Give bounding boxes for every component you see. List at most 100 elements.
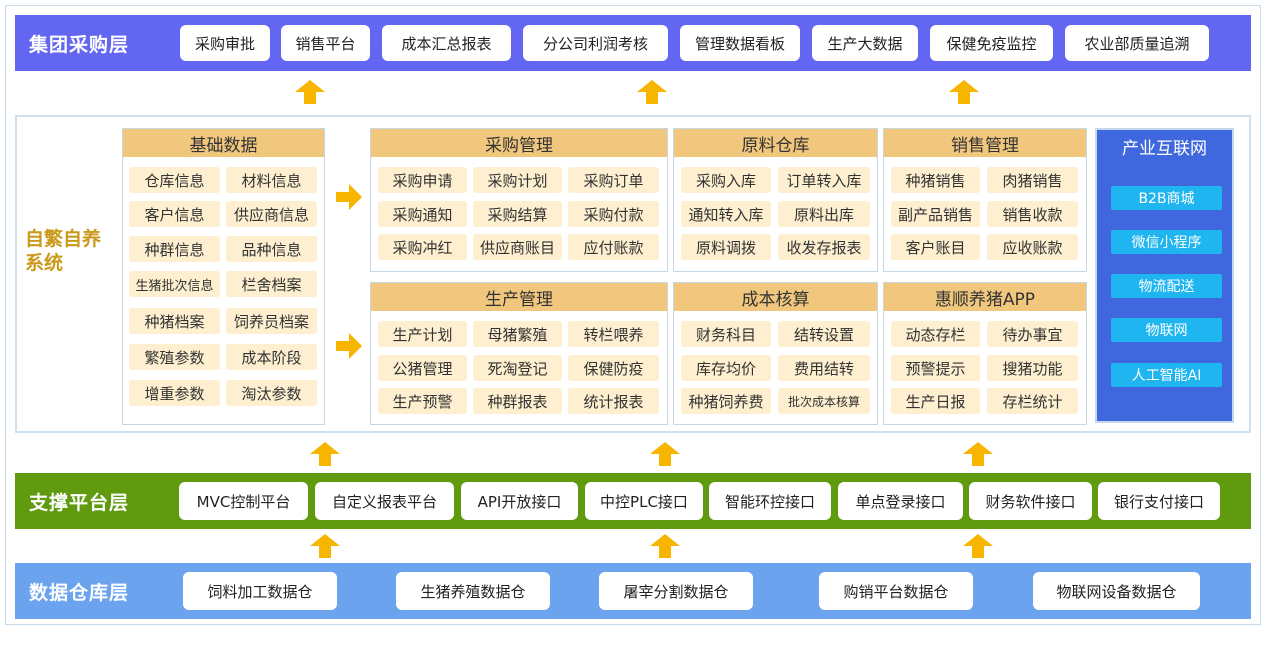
chip-batch-cost-accounting[interactable]: 批次成本核算: [778, 388, 870, 414]
chip-warehouse-info[interactable]: 仓库信息: [129, 167, 220, 193]
up-arrow-icon: [637, 80, 667, 104]
chip-byproduct-sales[interactable]: 副产品销售: [891, 201, 980, 227]
support-item-plc[interactable]: 中控PLC接口: [585, 482, 703, 520]
chip-death-cull-record[interactable]: 死淘登记: [473, 355, 562, 381]
chip-batch-info[interactable]: 生猪批次信息: [129, 271, 220, 297]
chip-pig-search[interactable]: 搜猪功能: [987, 355, 1078, 381]
support-item-finance[interactable]: 财务软件接口: [969, 482, 1092, 520]
up-arrow-icon: [650, 442, 680, 466]
support-item-env-control[interactable]: 智能环控接口: [709, 482, 831, 520]
self-title-line2: 系统: [25, 252, 64, 274]
group-item-dashboard[interactable]: 管理数据看板: [680, 25, 800, 61]
up-arrow-icon: [295, 80, 325, 104]
panel-production: 生产管理 生产计划 母猪繁殖 转栏喂养 公猪管理 死淘登记 保健防疫 生产预警 …: [370, 282, 668, 425]
chip-boar-feeding-cost[interactable]: 种猪饲养费: [681, 388, 771, 414]
support-platform-layer: 支撑平台层 MVC控制平台 自定义报表平台 API开放接口 中控PLC接口 智能…: [15, 473, 1251, 529]
chip-sales-receipt[interactable]: 销售收款: [987, 201, 1078, 227]
panel-app: 惠顺养猪APP 动态存栏 待办事宜 预警提示 搜猪功能 生产日报 存栏统计: [883, 282, 1087, 425]
chip-statistics-report[interactable]: 统计报表: [568, 388, 659, 414]
chip-daily-report[interactable]: 生产日报: [891, 388, 980, 414]
support-item-bank-pay[interactable]: 银行支付接口: [1098, 482, 1220, 520]
chip-order-inbound[interactable]: 订单转入库: [778, 167, 870, 193]
chip-purchase-request[interactable]: 采购申请: [378, 167, 467, 193]
chip-inventory-stats[interactable]: 存栏统计: [987, 388, 1078, 414]
chip-production-alert[interactable]: 生产预警: [378, 388, 467, 414]
chip-accounts-receivable[interactable]: 应收账款: [987, 234, 1078, 260]
chip-accounts-payable[interactable]: 应付账款: [568, 234, 659, 260]
chip-boar-sales[interactable]: 种猪销售: [891, 167, 980, 193]
group-item-sales-platform[interactable]: 销售平台: [281, 25, 370, 61]
warehouse-item-feed[interactable]: 饲料加工数据仓: [183, 572, 337, 610]
chip-logistics[interactable]: 物流配送: [1111, 274, 1222, 298]
chip-hog-sales[interactable]: 肉猪销售: [987, 167, 1078, 193]
chip-iot[interactable]: 物联网: [1111, 318, 1222, 342]
up-arrow-icon: [310, 534, 340, 558]
group-item-immunity-monitor[interactable]: 保健免疫监控: [930, 25, 1053, 61]
panel-raw-warehouse: 原料仓库 采购入库 订单转入库 通知转入库 原料出库 原料调拨 收发存报表: [673, 128, 878, 272]
group-item-profit-assessment[interactable]: 分公司利润考核: [523, 25, 668, 61]
chip-notice-inbound[interactable]: 通知转入库: [681, 201, 771, 227]
panel-sales: 销售管理 种猪销售 肉猪销售 副产品销售 销售收款 客户账目 应收账款: [883, 128, 1087, 272]
chip-stock-report[interactable]: 收发存报表: [778, 234, 870, 260]
chip-keeper-archive[interactable]: 饲养员档案: [226, 308, 317, 334]
chip-supplier-ledger[interactable]: 供应商账目: [473, 234, 562, 260]
chip-supplier-info[interactable]: 供应商信息: [226, 201, 317, 227]
chip-herd-report[interactable]: 种群报表: [473, 388, 562, 414]
chip-purchase-reversal[interactable]: 采购冲红: [378, 234, 467, 260]
chip-boar-management[interactable]: 公猪管理: [378, 355, 467, 381]
group-item-production-bigdata[interactable]: 生产大数据: [812, 25, 918, 61]
support-item-open-api[interactable]: API开放接口: [461, 482, 578, 520]
group-item-approval[interactable]: 采购审批: [180, 25, 270, 61]
chip-sow-breeding[interactable]: 母猪繁殖: [473, 321, 562, 347]
chip-purchase-payment[interactable]: 采购付款: [568, 201, 659, 227]
support-item-sso[interactable]: 单点登录接口: [838, 482, 963, 520]
chip-health-epidemic[interactable]: 保健防疫: [568, 355, 659, 381]
chip-herd-info[interactable]: 种群信息: [129, 236, 220, 262]
chip-purchase-notice[interactable]: 采购通知: [378, 201, 467, 227]
chip-customer-info[interactable]: 客户信息: [129, 201, 220, 227]
warehouse-item-trade[interactable]: 购销平台数据仓: [819, 572, 973, 610]
warehouse-item-breeding[interactable]: 生猪养殖数据仓: [396, 572, 550, 610]
group-item-cost-report[interactable]: 成本汇总报表: [382, 25, 511, 61]
right-arrow-icon: [336, 333, 362, 359]
group-item-quality-trace[interactable]: 农业部质量追溯: [1065, 25, 1209, 61]
panel-purchase-title: 采购管理: [371, 129, 667, 157]
warehouse-item-iot[interactable]: 物联网设备数据仓: [1033, 572, 1200, 610]
chip-alert-tips[interactable]: 预警提示: [891, 355, 980, 381]
chip-customer-ledger[interactable]: 客户账目: [891, 234, 980, 260]
chip-pen-transfer-feeding[interactable]: 转栏喂养: [568, 321, 659, 347]
chip-purchase-inbound[interactable]: 采购入库: [681, 167, 771, 193]
support-item-mvc[interactable]: MVC控制平台: [179, 482, 308, 520]
warehouse-item-slaughter[interactable]: 屠宰分割数据仓: [599, 572, 753, 610]
chip-b2b-mall[interactable]: B2B商城: [1111, 186, 1222, 210]
chip-wechat-miniprogram[interactable]: 微信小程序: [1111, 230, 1222, 254]
chip-purchase-order[interactable]: 采购订单: [568, 167, 659, 193]
panel-app-title: 惠顺养猪APP: [884, 283, 1086, 311]
support-item-custom-report[interactable]: 自定义报表平台: [315, 482, 454, 520]
chip-weight-params[interactable]: 增重参数: [129, 380, 220, 406]
chip-pen-archive[interactable]: 栏舍档案: [226, 271, 317, 297]
chip-breed-info[interactable]: 品种信息: [226, 236, 317, 262]
chip-raw-transfer[interactable]: 原料调拨: [681, 234, 771, 260]
chip-inventory-avg-price[interactable]: 库存均价: [681, 355, 771, 381]
right-arrow-icon: [336, 184, 362, 210]
panel-purchase: 采购管理 采购申请 采购计划 采购订单 采购通知 采购结算 采购付款 采购冲红 …: [370, 128, 668, 272]
warehouse-layer-title: 数据仓库层: [29, 581, 130, 604]
chip-cull-params[interactable]: 淘汰参数: [226, 380, 317, 406]
chip-breeding-params[interactable]: 繁殖参数: [129, 344, 220, 370]
chip-cost-stage[interactable]: 成本阶段: [226, 344, 317, 370]
chip-carryover-settings[interactable]: 结转设置: [778, 321, 870, 347]
panel-production-title: 生产管理: [371, 283, 667, 311]
chip-finance-subject[interactable]: 财务科目: [681, 321, 771, 347]
chip-dynamic-inventory[interactable]: 动态存栏: [891, 321, 980, 347]
chip-boar-archive[interactable]: 种猪档案: [129, 308, 220, 334]
chip-ai[interactable]: 人工智能AI: [1111, 363, 1222, 387]
chip-purchase-settle[interactable]: 采购结算: [473, 201, 562, 227]
chip-material-info[interactable]: 材料信息: [226, 167, 317, 193]
chip-todo[interactable]: 待办事宜: [987, 321, 1078, 347]
chip-purchase-plan[interactable]: 采购计划: [473, 167, 562, 193]
panel-cost: 成本核算 财务科目 结转设置 库存均价 费用结转 种猪饲养费 批次成本核算: [673, 282, 878, 425]
chip-production-plan[interactable]: 生产计划: [378, 321, 467, 347]
chip-expense-carryover[interactable]: 费用结转: [778, 355, 870, 381]
chip-raw-outbound[interactable]: 原料出库: [778, 201, 870, 227]
